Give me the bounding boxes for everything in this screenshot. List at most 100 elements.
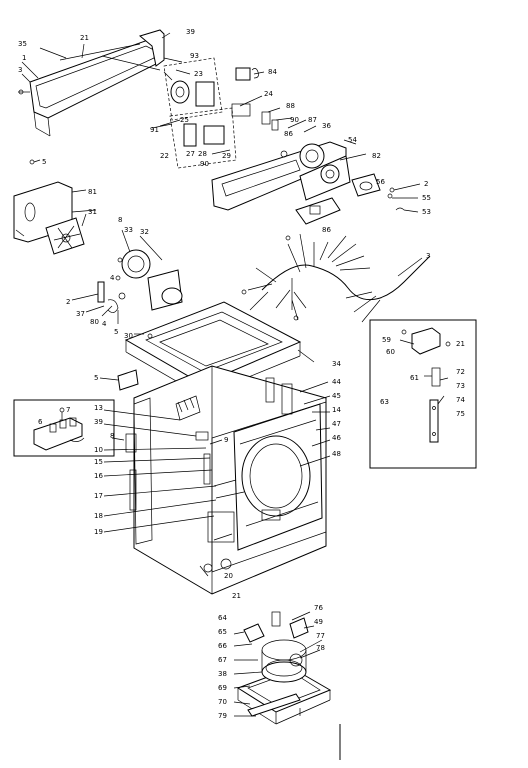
label-48: 48	[332, 450, 341, 458]
label-87: 87	[308, 116, 317, 124]
label-90-b: 90	[200, 160, 209, 168]
label-13: 13	[94, 404, 103, 412]
label-67: 67	[218, 656, 227, 664]
label-39: 39	[186, 28, 195, 36]
label-53: 53	[422, 208, 431, 216]
label-9: 9	[224, 436, 228, 444]
screw-5	[29, 159, 41, 165]
label-5: 5	[42, 158, 46, 166]
label-69: 69	[218, 684, 227, 692]
label-37: 37	[76, 310, 85, 318]
label-3: 3	[18, 66, 22, 74]
base-pump-assembly	[233, 611, 341, 760]
label-1: 1	[22, 54, 26, 62]
terminal-block-detail	[13, 399, 115, 457]
label-81: 81	[88, 188, 97, 196]
label-5-b: 5	[114, 328, 118, 336]
label-36: 36	[322, 122, 331, 130]
label-46: 46	[332, 434, 341, 442]
label-21-c: 21	[456, 340, 465, 348]
label-70: 70	[218, 698, 227, 706]
label-10: 10	[94, 446, 103, 454]
label-72: 72	[456, 368, 465, 376]
hinge-detail	[369, 319, 477, 469]
label-25: 25	[180, 116, 189, 124]
label-49: 49	[314, 618, 323, 626]
label-15: 15	[94, 458, 103, 466]
label-91: 91	[150, 126, 159, 134]
label-30: 30	[124, 332, 133, 340]
label-33: 33	[124, 226, 133, 234]
top-cover	[124, 301, 302, 397]
label-18: 18	[94, 512, 103, 520]
label-29: 29	[222, 152, 231, 160]
label-6: 6	[38, 418, 43, 426]
label-63: 63	[380, 398, 389, 406]
label-73: 73	[456, 382, 465, 390]
label-35: 35	[18, 40, 27, 48]
label-27: 27	[186, 150, 195, 158]
part-labels: 35 21 39 1 3 93 23 84 24 88 90 87 36 25 …	[18, 28, 465, 720]
label-3-b: 3	[426, 252, 430, 260]
label-32: 32	[140, 228, 149, 236]
label-47: 47	[332, 420, 341, 428]
label-5-c: 5	[94, 374, 98, 382]
label-2: 2	[424, 180, 428, 188]
label-23: 23	[194, 70, 203, 78]
label-55: 55	[422, 194, 431, 202]
control-console	[211, 139, 367, 225]
label-59: 59	[382, 336, 391, 344]
label-64: 64	[218, 614, 227, 622]
label-56: 56	[376, 178, 385, 186]
lever-parts	[71, 281, 126, 324]
label-86-b: 86	[322, 226, 331, 234]
label-39-b: 39	[94, 418, 103, 426]
label-20: 20	[224, 572, 233, 580]
rear-panel-assembly	[18, 29, 171, 137]
label-22: 22	[160, 152, 169, 160]
label-88: 88	[286, 102, 295, 110]
label-90: 90	[290, 116, 299, 124]
label-65: 65	[218, 628, 227, 636]
label-45: 45	[332, 392, 341, 400]
label-80: 80	[90, 318, 99, 326]
label-17: 17	[94, 492, 103, 500]
label-66: 66	[218, 642, 227, 650]
label-21-b: 21	[232, 592, 241, 600]
label-79: 79	[218, 712, 227, 720]
label-54: 54	[348, 136, 357, 144]
label-76: 76	[314, 604, 323, 612]
label-82: 82	[372, 152, 381, 160]
label-77: 77	[316, 632, 325, 640]
label-31: 31	[88, 208, 97, 216]
cabinet	[117, 365, 327, 595]
label-28: 28	[198, 150, 207, 158]
bracket-and-fan	[13, 181, 87, 255]
label-61: 61	[410, 374, 419, 382]
label-78: 78	[316, 644, 325, 652]
leader-lines	[71, 55, 423, 533]
label-14: 14	[332, 406, 341, 414]
label-44: 44	[332, 378, 341, 386]
label-2-b: 2	[66, 298, 70, 306]
label-8-b: 8	[110, 432, 114, 440]
knob-parts	[351, 173, 421, 213]
wiring-harness	[241, 233, 431, 323]
label-7: 7	[66, 406, 70, 414]
label-8: 8	[118, 216, 122, 224]
label-4-b: 4	[102, 320, 107, 328]
label-21: 21	[80, 34, 89, 42]
label-84: 84	[268, 68, 277, 76]
motor-assembly	[115, 229, 183, 311]
label-86: 86	[284, 130, 293, 138]
label-60: 60	[386, 348, 395, 356]
label-74: 74	[456, 396, 465, 404]
label-93: 93	[190, 52, 199, 60]
label-38: 38	[218, 670, 227, 678]
label-19: 19	[94, 528, 103, 536]
label-4: 4	[110, 274, 115, 282]
label-34: 34	[332, 360, 341, 368]
label-24: 24	[264, 90, 273, 98]
label-75: 75	[456, 410, 465, 418]
